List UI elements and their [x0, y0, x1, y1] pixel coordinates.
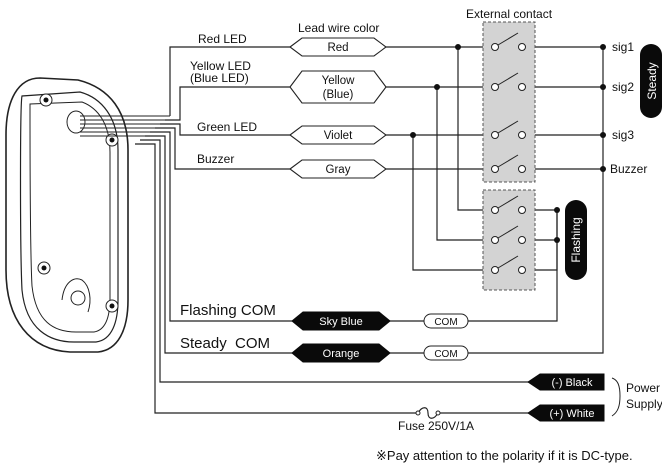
- svg-text:COM: COM: [434, 317, 457, 328]
- red-led-label: Red LED: [198, 32, 247, 46]
- sig1-label: sig1: [612, 40, 634, 54]
- external-contact-flashing-box: [482, 189, 536, 291]
- svg-text:Flashing: Flashing: [569, 217, 583, 262]
- buzzer-output-label: Buzzer: [610, 162, 647, 176]
- svg-text:(+) White: (+) White: [550, 408, 595, 420]
- external-contact-title: External contact: [466, 7, 553, 21]
- wire-color-sky-blue: Sky Blue: [291, 311, 391, 331]
- cable-bundle: [80, 115, 170, 137]
- yellow-led-label: Yellow LED: [190, 59, 251, 73]
- fuse-symbol: [417, 407, 439, 419]
- sig3-label: sig3: [612, 128, 634, 142]
- power-white-label: (+) White: [527, 404, 605, 422]
- flashing-mode-badge: Flashing: [565, 200, 587, 280]
- lead-wire-color-title: Lead wire color: [298, 21, 379, 35]
- svg-text:Steady: Steady: [645, 62, 659, 99]
- junction-dots: [410, 44, 606, 243]
- wires: [135, 46, 604, 414]
- external-contact-steady-box: [482, 21, 536, 183]
- svg-text:Orange: Orange: [323, 348, 360, 360]
- wire-color-yellow: Yellow (Blue): [289, 70, 387, 104]
- svg-text:Yellow: Yellow: [322, 75, 356, 87]
- svg-text:(Blue): (Blue): [323, 89, 354, 101]
- svg-text:Violet: Violet: [324, 130, 353, 142]
- power-supply-label-line2: Supply: [626, 397, 662, 411]
- steady-com-label: Steady COM: [180, 335, 270, 352]
- polarity-note: ※Pay attention to the polarity if it is …: [376, 448, 633, 463]
- flashing-com-label: Flashing COM: [180, 302, 276, 319]
- fuse-label: Fuse 250V/1A: [398, 419, 474, 433]
- svg-text:Red: Red: [327, 42, 348, 54]
- power-supply-label-line1: Power: [626, 381, 660, 395]
- signal-lamp-device: [5, 77, 129, 353]
- fuse-terminal-right: [435, 410, 441, 416]
- wire-color-red: Red: [289, 37, 387, 57]
- com-label-steady: COM: [423, 345, 469, 361]
- power-supply-brace: [611, 377, 621, 417]
- green-led-label: Green LED: [197, 120, 257, 134]
- svg-text:Sky Blue: Sky Blue: [319, 316, 362, 328]
- wire-color-orange: Orange: [291, 343, 391, 363]
- svg-text:Gray: Gray: [326, 164, 351, 176]
- power-black-label: (-) Black: [527, 373, 605, 391]
- wire-color-violet: Violet: [289, 125, 387, 145]
- svg-text:(-) Black: (-) Black: [552, 377, 593, 389]
- blue-led-label: (Blue LED): [190, 71, 249, 85]
- svg-text:COM: COM: [434, 349, 457, 360]
- fuse-terminal-left: [415, 410, 421, 416]
- wire-color-gray: Gray: [289, 159, 387, 179]
- com-label-flashing: COM: [423, 313, 469, 329]
- sig2-label: sig2: [612, 80, 634, 94]
- steady-mode-badge: Steady: [640, 44, 662, 118]
- buzzer-label: Buzzer: [197, 152, 234, 166]
